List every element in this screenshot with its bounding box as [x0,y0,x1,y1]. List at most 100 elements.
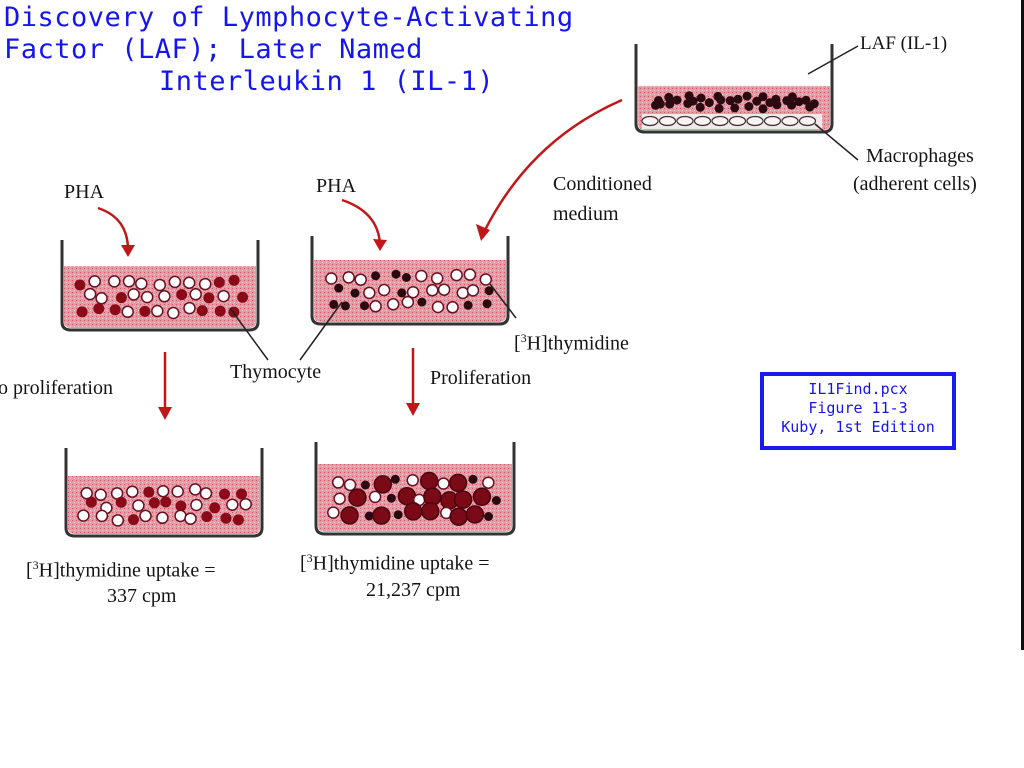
labeled-cell [115,496,127,508]
pha-right-label: PHA [316,175,357,197]
thymocyte-cell [182,276,196,290]
thymocyte-cell [122,275,136,288]
laf-molecule [391,269,401,279]
laf-molecule [801,95,811,105]
macrophage-cell [763,115,782,127]
proliferation-label: Proliferation [430,367,532,389]
thymocyte-cell [401,295,415,309]
labeled-cell [93,303,105,315]
dish-conditioned [310,236,510,326]
laf-molecule [386,493,396,503]
labeled-cell [209,502,221,514]
thymocyte-cell [80,487,93,500]
laf-molecule [758,92,768,102]
thymocyte-leader-left [229,307,269,361]
thymocyte-label: Thymocyte [230,361,322,383]
proliferating-cell [403,502,423,521]
labeled-cell [237,291,249,303]
labeled-cell [148,497,160,509]
uptake-right-superscript: 3 [306,551,313,565]
proliferating-cell [421,501,440,521]
labeled-cell [219,488,230,500]
thymidine-superscript: 3 [520,331,527,345]
laf-molecule [371,271,381,281]
laf-molecule [704,98,714,108]
laf-molecule [468,474,478,484]
thymocyte-cell [83,287,97,301]
uptake-right-bracket: [ [300,552,307,575]
laf-molecule [651,100,660,110]
thymocyte-cell [153,278,167,292]
laf-molecule [350,288,360,298]
uptake-right-text: H]thymidine uptake = [312,552,490,575]
thymocyte-cell [406,285,420,299]
proliferating-cell [453,490,473,509]
laf-molecule [401,273,411,282]
laf-molecule [360,480,370,490]
laf-molecule [334,283,344,293]
laf-molecule [752,96,762,106]
thymocyte-cell [88,275,101,288]
proliferating-cell [372,506,391,525]
thymocyte-cell [139,509,152,523]
thymocyte-cell [343,478,357,492]
thymocyte-cell [479,273,493,286]
proliferating-cell [419,471,439,491]
laf-molecule [390,474,400,484]
labeled-cell [115,292,127,304]
thymocyte-cell [126,485,139,498]
thymocyte-cell [450,268,463,282]
right-border-line [1021,0,1024,650]
thymocyte-cell [331,476,345,489]
labeled-cell [201,511,213,523]
uptake-right-value: 21,237 cpm [366,579,461,601]
laf-molecule [672,95,682,105]
thymocyte-cell [199,487,213,500]
thymocyte-cell [377,283,391,297]
labeled-cell [214,305,226,317]
laf-molecule [744,102,754,111]
pha-left-arrowhead [121,245,135,257]
thymocyte-cell [135,277,148,290]
uptake-left-label: [3H]thymidine uptake = [26,553,215,583]
labeled-cell [109,304,121,316]
macrophage-cell [728,115,747,127]
proliferating-cell [449,507,468,526]
macrophage-cell [781,115,799,127]
laf-molecule [742,91,752,101]
proliferating-cell [340,506,359,525]
thymidine-bracket: [ [514,332,521,355]
laf-molecule [329,299,339,309]
pha-left-arrow [97,206,130,251]
labeled-cell [143,486,155,498]
dish-proliferation-result [314,442,516,536]
thymocyte-leader-right [299,301,343,361]
title-line-3: Interleukin 1 (IL-1) [159,66,495,97]
thymocyte-cell [430,272,444,285]
title-line-1: Discovery of Lymphocyte-Activating [4,2,574,33]
laf-molecule [733,94,743,104]
laf-molecule [484,512,493,521]
pha-right-arrow [341,198,382,245]
labeled-cell [228,274,240,286]
thymocyte-cell [354,273,367,286]
arrows [97,98,623,414]
conditioned-medium-arrowhead [476,224,490,241]
labeled-cell [213,276,225,288]
thymocyte-cell [482,476,495,489]
thymocyte-cell [156,511,169,525]
laf-molecule [758,104,768,114]
proliferating-cell [472,487,492,507]
thymocyte-cell [156,484,170,498]
thymidine-text: H]thymidine [526,332,629,355]
thymocyte-cell [183,301,196,315]
thymocyte-cell [168,275,182,289]
labeled-cell [128,514,139,526]
labeled-cell [196,305,208,317]
macrophage-cell [693,115,712,127]
dish-control [60,240,260,332]
thymocyte-cell [437,283,451,296]
labeled-cell [85,496,97,508]
thymocyte-cell [327,506,340,519]
thymocyte-cell [431,300,445,314]
